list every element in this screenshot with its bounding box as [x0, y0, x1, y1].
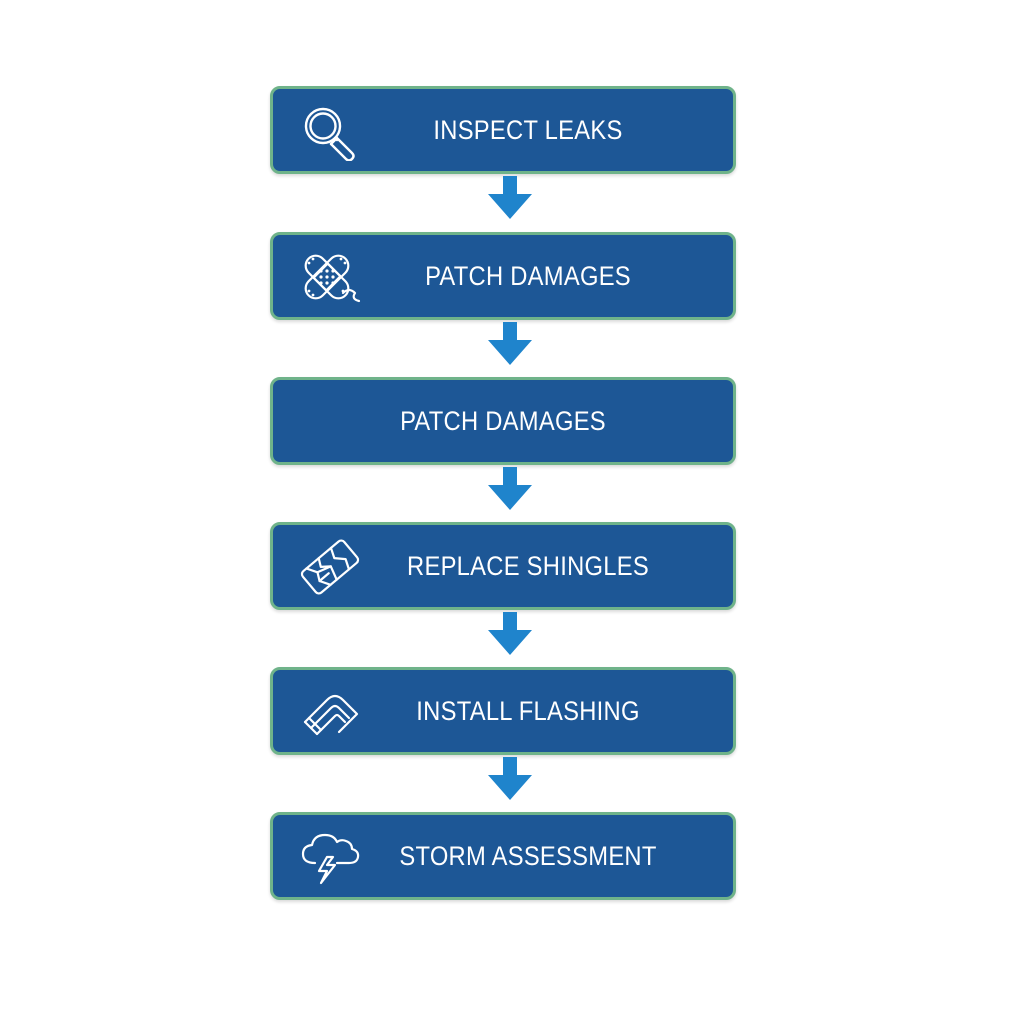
- flashing-strip-icon: [297, 682, 363, 742]
- step-label: REPLACE SHINGLES: [407, 550, 649, 581]
- step-label: INSPECT LEAKS: [433, 114, 623, 145]
- broken-shingle-icon: [297, 537, 363, 597]
- step-label: PATCH DAMAGES: [400, 405, 606, 436]
- flow-arrow: [486, 174, 534, 222]
- step-label: PATCH DAMAGES: [425, 260, 631, 291]
- step-replace-shingles: REPLACE SHINGLES: [270, 522, 736, 610]
- step-patch-damages-2: PATCH DAMAGES: [270, 377, 736, 465]
- magnifying-glass-icon: [297, 101, 363, 161]
- step-install-flashing: INSTALL FLASHING: [270, 667, 736, 755]
- step-inspect-leaks: INSPECT LEAKS: [270, 86, 736, 174]
- flow-arrow: [486, 755, 534, 803]
- flow-arrow: [486, 610, 534, 658]
- storm-cloud-lightning-icon: [297, 827, 363, 887]
- step-label: INSTALL FLASHING: [416, 695, 640, 726]
- step-patch-damages: PATCH DAMAGES: [270, 232, 736, 320]
- step-storm-assessment: STORM ASSESSMENT: [270, 812, 736, 900]
- flow-arrow: [486, 465, 534, 513]
- flow-arrow: [486, 320, 534, 368]
- step-label: STORM ASSESSMENT: [399, 840, 657, 871]
- bandage-patch-icon: [297, 247, 363, 307]
